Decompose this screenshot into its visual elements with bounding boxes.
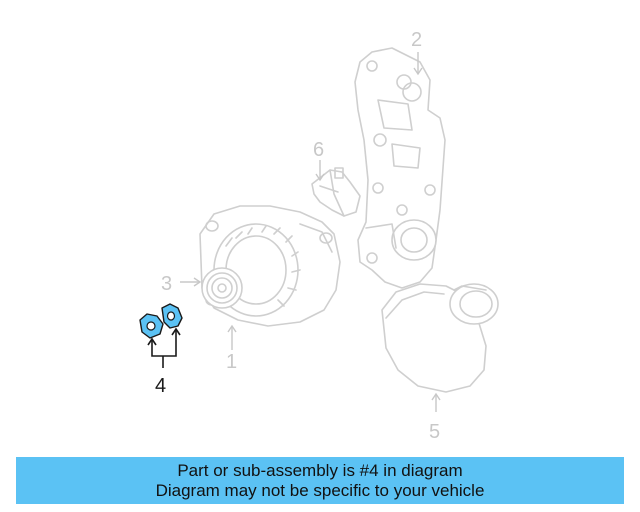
part-6-connector[interactable]: [311, 167, 361, 217]
info-banner: Part or sub-assembly is #4 in diagram Di…: [16, 457, 624, 504]
callout-1: 1: [226, 351, 237, 373]
leader-lines: [147, 52, 441, 412]
callout-4: 4: [155, 375, 166, 397]
banner-line-disclaimer: Diagram may not be specific to your vehi…: [155, 481, 485, 500]
part-5-pulley-cover[interactable]: [381, 283, 499, 393]
callout-2: 2: [411, 29, 422, 51]
part-3-pulley[interactable]: [201, 267, 243, 309]
callout-6: 6: [313, 139, 324, 161]
parts-diagram: 1 2 3 4 5 6: [139, 29, 499, 443]
callout-5: 5: [429, 421, 440, 443]
part-2-mounting-bracket[interactable]: [354, 47, 446, 289]
banner-line-part-number: Part or sub-assembly is #4 in diagram: [177, 461, 463, 480]
callout-3: 3: [161, 273, 172, 295]
part-4-nut-and-washer[interactable]: [139, 303, 183, 339]
callouts: 1 2 3 4 5 6: [155, 29, 440, 443]
